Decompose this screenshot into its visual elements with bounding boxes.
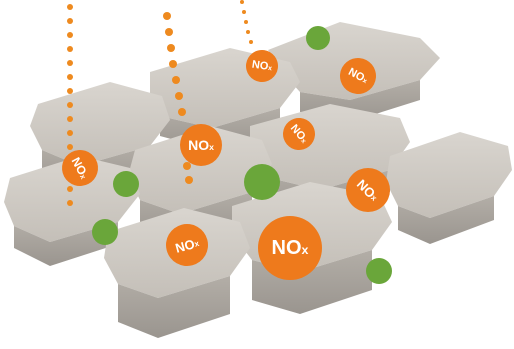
- green-particle: [244, 164, 280, 200]
- nox-subscript: x: [268, 65, 273, 72]
- nox-label: NO: [272, 237, 302, 260]
- trail-dot: [163, 12, 171, 20]
- green-particle: [113, 171, 139, 197]
- trail-dot: [67, 4, 73, 10]
- trail-dot: [67, 74, 73, 80]
- trail-dot: [67, 186, 73, 192]
- trail-dot: [172, 76, 180, 84]
- green-particle: [92, 219, 118, 245]
- green-particle: [366, 258, 392, 284]
- trail-dot: [175, 92, 183, 100]
- trail-dot: [185, 176, 193, 184]
- trail-dot: [249, 40, 253, 44]
- trail-dot: [67, 32, 73, 38]
- trail-dot: [167, 44, 175, 52]
- trail-dot: [178, 108, 186, 116]
- green-particle: [306, 26, 330, 50]
- trail-dot: [244, 20, 248, 24]
- nox-subscript: x: [209, 142, 214, 152]
- nox-subscript: x: [302, 243, 309, 257]
- nox-label: NO: [251, 59, 269, 73]
- trail-dot: [67, 46, 73, 52]
- trail-dot: [165, 28, 173, 36]
- trail-dot: [67, 18, 73, 24]
- trail-dot: [67, 88, 73, 94]
- nox-subscript: x: [193, 239, 200, 249]
- trail-dot: [67, 60, 73, 66]
- trail-dot: [67, 116, 73, 122]
- trail-dot: [67, 130, 73, 136]
- trail-dot: [67, 102, 73, 108]
- trail-dot: [246, 30, 250, 34]
- nox-label: NO: [173, 236, 196, 256]
- trail-dot: [242, 10, 246, 14]
- nox-label: NO: [188, 137, 209, 153]
- trail-dot: [169, 60, 177, 68]
- trail-dot: [240, 0, 244, 4]
- trail-dot: [67, 200, 73, 206]
- trail-dot: [67, 144, 73, 150]
